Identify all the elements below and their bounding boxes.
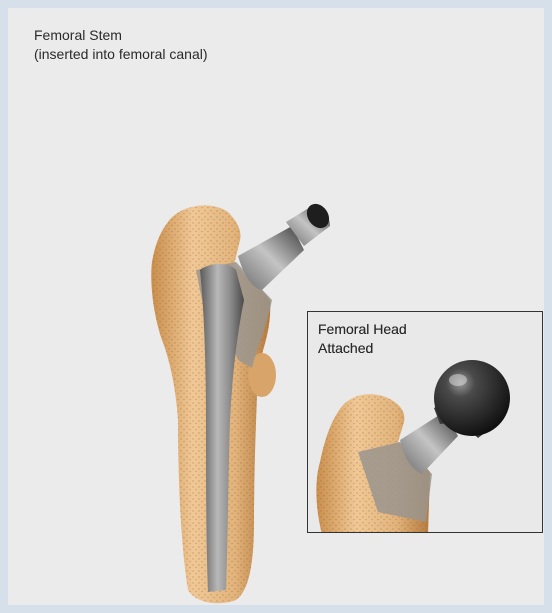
inset-caption-subtitle-overlay: Attached: [318, 339, 407, 358]
femoral-head-ball: [434, 360, 510, 436]
inset-caption-overlay: Femoral Head Attached: [318, 320, 407, 358]
femoral-head-inset: Femoral Head Attached Femoral Head Attac…: [307, 311, 543, 533]
inset-caption-title-overlay: Femoral Head: [318, 320, 407, 339]
